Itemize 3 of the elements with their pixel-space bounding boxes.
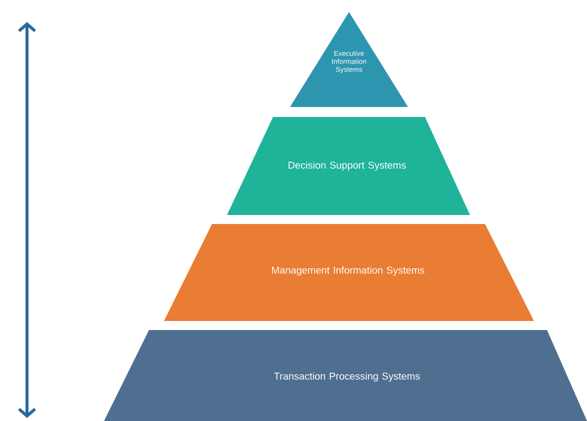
pyramid-band: Management Information Systems bbox=[164, 224, 534, 321]
pyramid-band: Decision Support Systems bbox=[227, 117, 470, 215]
pyramid-band: Transaction Processing Systems bbox=[104, 330, 587, 421]
